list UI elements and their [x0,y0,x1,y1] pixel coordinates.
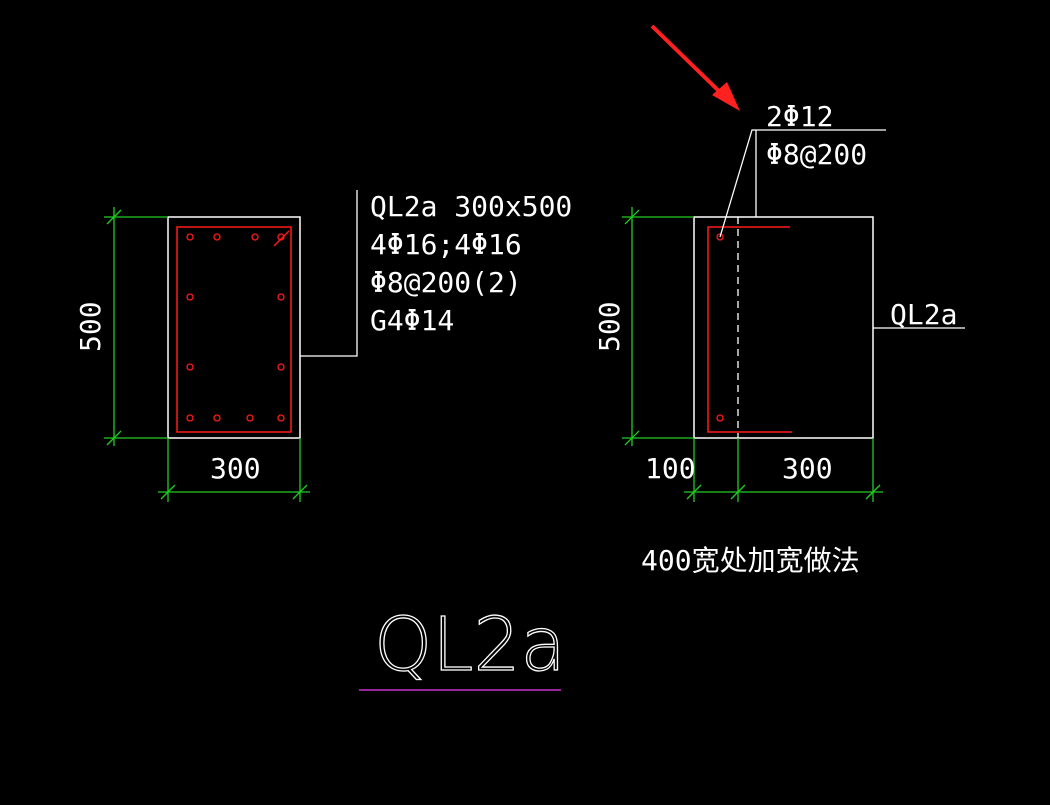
rebar-dot [213,414,221,422]
right-height-dim-text: 500 [593,301,626,352]
rebar-dot [716,233,724,241]
arrow-head [712,82,740,111]
right-width-dimension [684,438,883,502]
rebar-dot [277,293,285,301]
right-widened-outline [693,216,874,439]
left-label-line-4: G4Φ14 [370,304,454,337]
rebar-dot [213,233,221,241]
right-beam-label: QL2a [890,298,957,331]
left-label-line-1: QL2a 300x500 [370,190,572,223]
arrow-shaft [650,24,726,98]
right-widen-dim-text: 100 [645,452,696,485]
left-height-dim-text: 500 [74,301,107,352]
rebar-dot [186,233,194,241]
rebar-dot [186,414,194,422]
left-rebar-dots [186,233,285,422]
left-width-dimension [158,438,310,502]
rebar-dot [277,414,285,422]
left-stirrup-hook [273,230,290,247]
left-beam-outline [167,216,301,439]
left-stirrup [176,226,292,433]
right-height-dimension [622,207,694,446]
drawing-title: QL2a [374,602,566,688]
right-callout-leader [719,129,886,238]
right-added-stirrup [707,226,792,433]
rebar-dot [186,363,194,371]
left-label-leader [300,190,358,357]
right-width-dim-text: 300 [782,452,833,485]
rebar-dot [246,414,254,422]
rebar-dot [716,414,724,422]
left-label-line-3: Φ8@200(2) [370,266,522,299]
red-arrow-annotation [650,24,740,111]
rebar-dot [186,293,194,301]
rebar-dot [251,233,259,241]
left-beam-section: QL2a 300x500 4Φ16;4Φ16 Φ8@200(2) G4Φ14 5… [74,190,572,502]
left-width-dim-text: 300 [210,452,261,485]
right-widened-section: 2Φ12 Φ8@200 QL2a 500 100 300 400宽处加宽做法 [593,100,965,577]
rebar-dot [277,363,285,371]
right-callout-line-2: Φ8@200 [766,138,867,171]
left-label-line-2: 4Φ16;4Φ16 [370,228,522,261]
right-caption: 400宽处加宽做法 [641,544,860,577]
left-height-dimension [104,207,168,446]
right-callout-line-1: 2Φ12 [766,100,833,133]
rebar-dot [277,233,285,241]
